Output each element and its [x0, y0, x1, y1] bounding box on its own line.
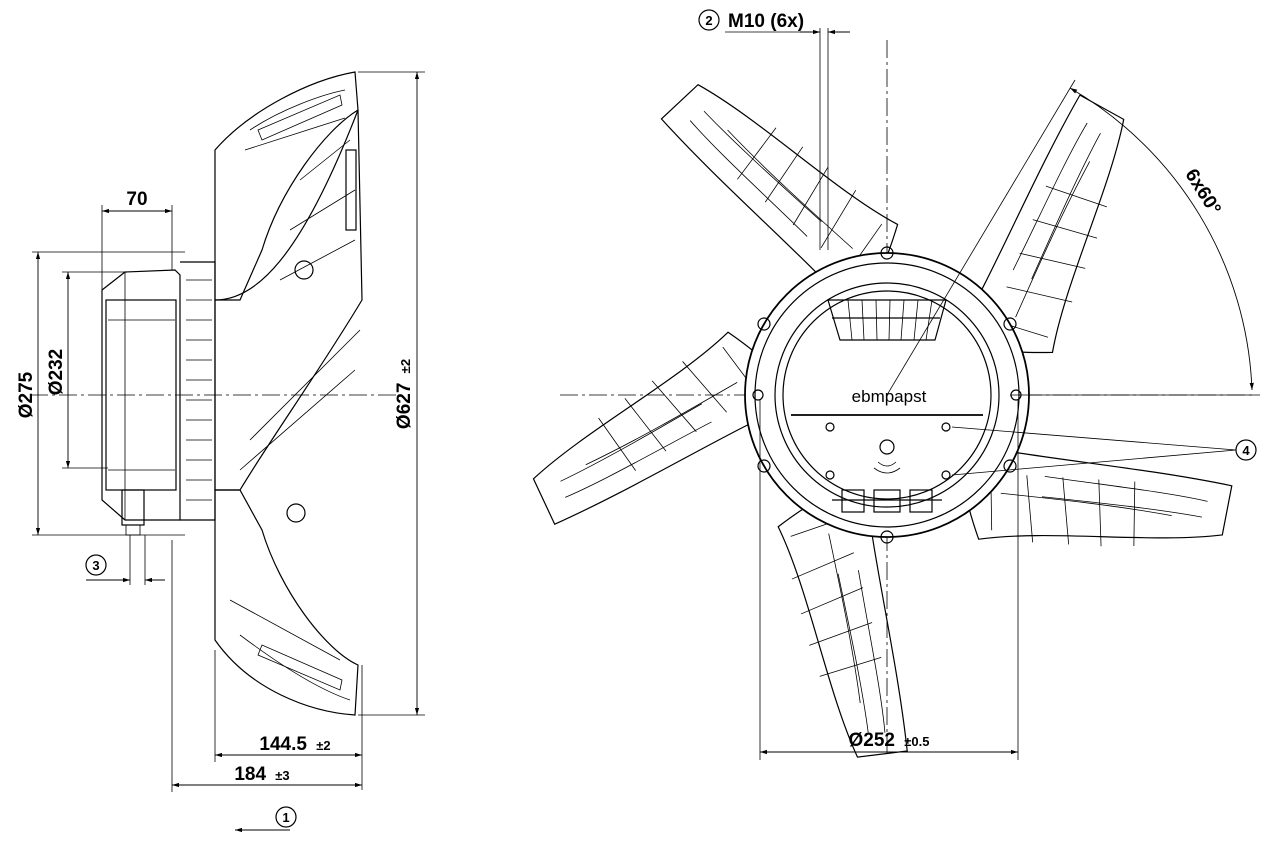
- dim-252: Ø252 ±0.5: [759, 400, 1019, 760]
- callout-2-number: 2: [705, 13, 712, 28]
- dim-144-5: 144.5 ±2: [214, 650, 363, 790]
- callout-2-bolts: 2 M10 (6x): [698, 9, 850, 250]
- terminal-slots: [827, 299, 947, 341]
- dim-70-label: 70: [126, 189, 147, 210]
- dim-70: 70: [101, 189, 173, 290]
- dim-144-5-label: 144.5: [259, 734, 307, 755]
- dim-627-tolerance: ±2: [398, 359, 413, 373]
- dim-184: 184 ±3: [171, 540, 362, 792]
- blade-profile: [214, 71, 363, 716]
- svg-text:184 ±3: 184 ±3: [234, 764, 289, 785]
- bolt-size-label: M10 (6x): [728, 11, 804, 32]
- side-view: 70 Ø275 Ø232 Ø627 ±2: [16, 71, 425, 833]
- callout-1-number: 1: [282, 810, 289, 825]
- dim-184-label: 184: [234, 764, 266, 785]
- dim-252-tolerance: ±0.5: [904, 734, 929, 749]
- callout-4-number: 4: [1242, 443, 1250, 458]
- motor-body: [101, 269, 181, 536]
- dim-184-tolerance: ±3: [275, 768, 289, 783]
- dim-275-label: Ø275: [16, 371, 37, 418]
- svg-text:Ø252 ±0.5: Ø252 ±0.5: [849, 730, 930, 751]
- dim-232: Ø232: [46, 271, 125, 469]
- cooling-fins: [180, 261, 216, 521]
- dim-627-label: Ø627: [394, 383, 415, 429]
- dim-275: Ø275: [16, 251, 185, 536]
- brand-logo: ebmpapst: [852, 387, 927, 406]
- callout-1-airflow: 1: [235, 806, 297, 833]
- callout-3: 3: [85, 535, 165, 585]
- svg-text:Ø627 ±2: Ø627 ±2: [394, 359, 415, 429]
- dim-252-label: Ø252: [849, 730, 895, 751]
- dim-144-5-tolerance: ±2: [316, 738, 330, 753]
- front-view: ebmpapst 2 M10 (6x): [532, 9, 1260, 773]
- callout-4: 4: [951, 426, 1257, 476]
- dim-232-label: Ø232: [46, 349, 67, 395]
- dim-627: Ø627 ±2: [358, 71, 425, 716]
- cable-glands: [832, 489, 942, 513]
- callout-3-number: 3: [92, 558, 99, 573]
- angle-label: 6x60°: [1181, 165, 1225, 218]
- svg-text:144.5 ±2: 144.5 ±2: [259, 734, 330, 755]
